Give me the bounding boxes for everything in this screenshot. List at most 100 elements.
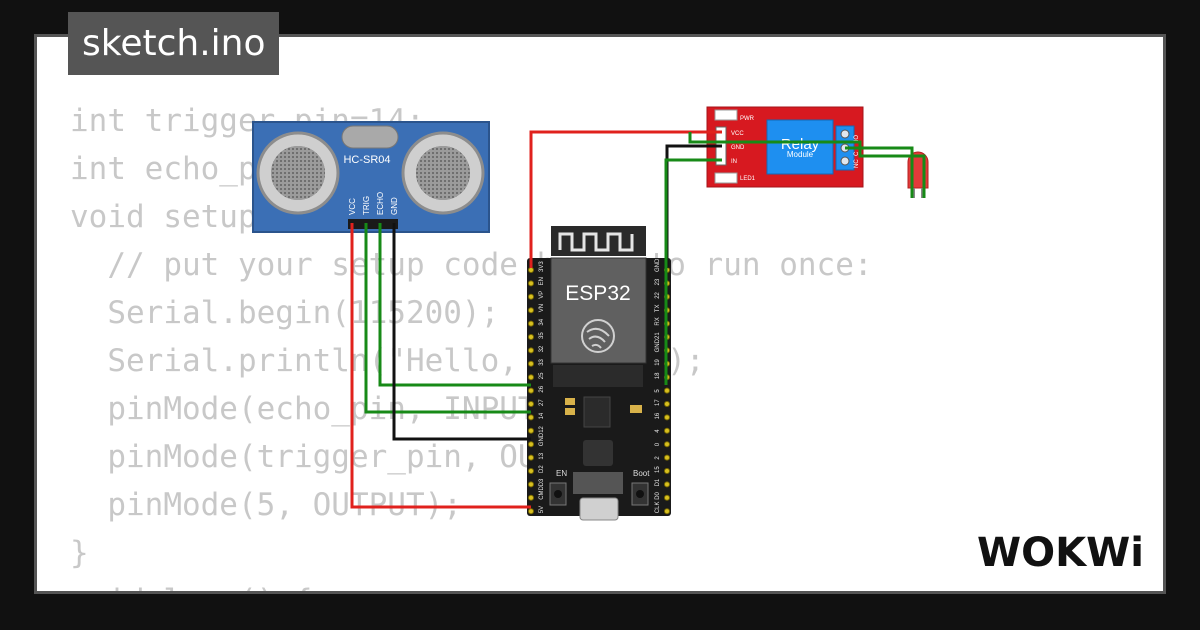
relay-pin-label: GND xyxy=(731,145,745,151)
pin-header[interactable] xyxy=(664,454,670,461)
pin-header[interactable] xyxy=(528,468,534,474)
board-pin-label: 5 xyxy=(655,389,661,393)
pin-header[interactable] xyxy=(528,401,534,407)
pin-header[interactable] xyxy=(664,481,670,488)
sensor-model-label: HC-SR04 xyxy=(343,154,390,166)
board-pin-label: 17 xyxy=(655,399,661,406)
relay-subtitle: Module xyxy=(787,150,814,159)
board-name: ESP32 xyxy=(565,282,630,305)
pin-header[interactable] xyxy=(528,320,534,327)
board-pin-label: D0 xyxy=(655,491,661,499)
pin-header[interactable] xyxy=(528,267,534,273)
board-pin-label: RX xyxy=(655,317,661,325)
wire-green-trig xyxy=(364,223,531,414)
relay-pin-label: VCC xyxy=(731,131,744,137)
pin-header[interactable] xyxy=(528,334,534,340)
sensor-pin-label: GND xyxy=(390,197,399,215)
code-line: void loop() { xyxy=(70,577,873,591)
pin-header[interactable] xyxy=(664,414,670,421)
board-pin-label: 16 xyxy=(655,412,661,419)
sensor-pin-label: TRIG xyxy=(362,196,371,215)
crystal xyxy=(341,125,399,149)
wires xyxy=(350,130,926,509)
esp32-board[interactable]: ESP32 EN Boot 3V3ENVPVN34353233252627141… xyxy=(527,226,671,521)
pin-header[interactable] xyxy=(528,441,534,448)
board-pin-label: D1 xyxy=(655,478,661,486)
wire-green-echo xyxy=(378,223,531,387)
pin-header[interactable] xyxy=(528,427,534,434)
board-pin-label: 12 xyxy=(539,425,545,432)
wire-green-relay-in xyxy=(664,158,722,385)
wokwi-logo: WOKWi xyxy=(975,524,1150,578)
relay-terminal-label: NO xyxy=(854,135,860,144)
relay-pin-label: PWR xyxy=(740,116,755,122)
pin-header[interactable] xyxy=(528,374,534,381)
board-pin-label: 2 xyxy=(655,456,661,460)
board-pin-label: CMD xyxy=(539,485,545,499)
board-pin-label: 26 xyxy=(539,385,545,392)
wire-green-relay-led xyxy=(845,146,914,198)
wire-red-sensor-vcc xyxy=(350,223,531,509)
board-pin-label: D3 xyxy=(539,478,545,486)
pin-header[interactable] xyxy=(664,508,670,515)
file-tab[interactable]: sketch.ino xyxy=(68,12,280,75)
board-pin-label: CLK xyxy=(655,502,661,514)
board-pin-label: 32 xyxy=(539,345,545,352)
board-pin-label: 13 xyxy=(539,452,545,459)
board-pin-label: 25 xyxy=(539,372,545,379)
board-pin-label: TX xyxy=(655,305,661,313)
board-left-pins: 3V3ENVPVN343532332526271412GND13D2D3CMD5… xyxy=(528,261,545,515)
board-pin-label: GND xyxy=(655,258,661,272)
pin-header[interactable] xyxy=(528,387,534,394)
pin-header[interactable] xyxy=(528,481,534,488)
pin-header[interactable] xyxy=(528,494,534,501)
wire-green-led-return xyxy=(688,132,926,198)
wire-red-relay-vcc xyxy=(529,130,722,268)
board-pin-label: D2 xyxy=(539,465,545,473)
pin-header[interactable] xyxy=(528,307,534,314)
board-pin-label: 33 xyxy=(539,358,545,365)
pin-header[interactable] xyxy=(528,360,534,367)
board-pin-label: EN xyxy=(539,277,545,285)
pin-header[interactable] xyxy=(528,414,534,421)
wire-black-gnd xyxy=(392,223,531,441)
pin-header[interactable] xyxy=(528,280,534,287)
board-pin-label: VN xyxy=(539,304,545,312)
sensor-pin-label: ECHO xyxy=(376,192,385,215)
wokwi-logo-text: WOKWi xyxy=(977,530,1144,574)
board-pin-label: 22 xyxy=(655,291,661,298)
pin-header[interactable] xyxy=(528,347,534,354)
pin-header[interactable] xyxy=(664,468,670,474)
pin-header[interactable] xyxy=(528,508,534,515)
pin-header[interactable] xyxy=(664,427,670,434)
board-pin-label: 34 xyxy=(539,318,545,325)
pin-header[interactable] xyxy=(664,387,670,394)
board-pin-label: 3V3 xyxy=(539,261,545,272)
board-pin-label: 19 xyxy=(655,358,661,365)
en-button[interactable] xyxy=(554,490,562,498)
pin-header[interactable] xyxy=(664,441,670,448)
board-pin-label: 27 xyxy=(539,399,545,406)
pin-header[interactable] xyxy=(664,401,670,407)
board-pin-label: VP xyxy=(539,291,545,299)
board-pin-label: 23 xyxy=(655,278,661,285)
pin-header[interactable] xyxy=(528,293,534,300)
pin-header[interactable] xyxy=(528,454,534,461)
boot-button[interactable] xyxy=(636,490,644,498)
boot-button-label: Boot xyxy=(633,469,650,478)
relay-pin-label: IN xyxy=(731,159,737,165)
relay-terminal-label: NC xyxy=(854,159,860,168)
sensor-transducer-right xyxy=(401,131,485,215)
pin-header[interactable] xyxy=(664,494,670,501)
code-line: Serial.begin(115200); xyxy=(70,295,500,331)
sensor-transducer-left xyxy=(256,131,340,215)
relay-terminal-label: C xyxy=(854,151,860,156)
code-line: pinMode(5, OUTPUT); xyxy=(70,487,462,523)
espressif-logo-icon xyxy=(581,319,615,353)
board-pin-label: 14 xyxy=(539,412,545,419)
